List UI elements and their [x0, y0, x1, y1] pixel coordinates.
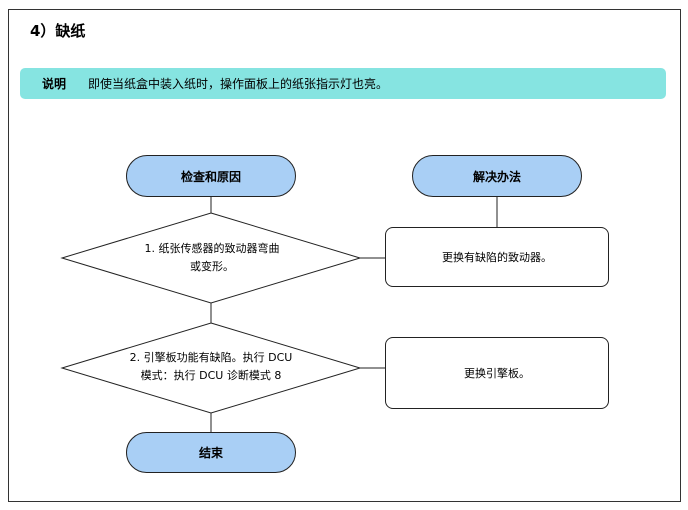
decision-2-line1: 2. 引擎板功能有缺陷。执行 DCU	[129, 351, 293, 364]
page-frame	[8, 9, 681, 502]
section-title: 4）缺纸	[30, 22, 86, 40]
solution-header: 解决办法	[412, 155, 582, 197]
solution-1-box: 更换有缺陷的致动器。	[385, 227, 609, 287]
note-bar: 说明 即使当纸盒中装入纸时，操作面板上的纸张指示灯也亮。	[20, 68, 666, 99]
decision-1-text: 1. 纸张传感器的致动器弯曲 或变形。	[112, 240, 312, 276]
note-label: 说明	[42, 77, 67, 91]
decision-2-line2: 模式：执行 DCU 诊断模式 8	[140, 369, 282, 382]
end-terminal: 结束	[126, 432, 296, 473]
check-and-cause-header: 检查和原因	[126, 155, 296, 197]
decision-1-line2: 或变形。	[190, 260, 234, 273]
decision-2-text: 2. 引擎板功能有缺陷。执行 DCU 模式：执行 DCU 诊断模式 8	[106, 349, 316, 385]
note-text: 即使当纸盒中装入纸时，操作面板上的纸张指示灯也亮。	[88, 77, 389, 91]
decision-1-line1: 1. 纸张传感器的致动器弯曲	[144, 242, 280, 255]
solution-2-box: 更换引擎板。	[385, 337, 609, 409]
